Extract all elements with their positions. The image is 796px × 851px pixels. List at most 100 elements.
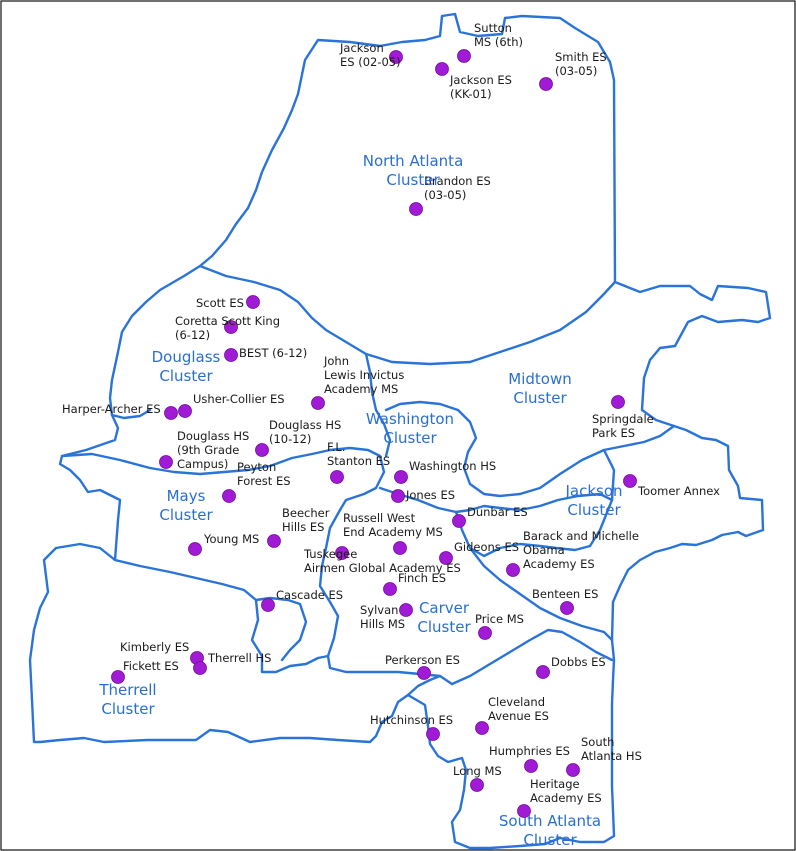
- school-label-benteen-es: Benteen ES: [532, 587, 598, 601]
- school-label-douglass-hs: Douglass HS(10-12): [269, 418, 341, 446]
- school-marker-coretta-scott-king[interactable]: [224, 320, 238, 334]
- school-label-line: Humphries ES: [489, 744, 570, 758]
- school-label-line: Therrell HS: [207, 651, 271, 665]
- school-marker-toomer-annex[interactable]: [623, 474, 637, 488]
- school-label-harper-archer: Harper-Archer ES: [62, 402, 161, 416]
- school-marker-best[interactable]: [224, 348, 238, 362]
- school-label-perkerson-es: Perkerson ES: [385, 653, 460, 667]
- school-label-line: (9th Grade: [177, 443, 239, 457]
- school-marker-john-lewis[interactable]: [311, 396, 325, 410]
- school-marker-usher-collier[interactable]: [178, 404, 192, 418]
- school-label-line: Stanton ES: [327, 454, 390, 468]
- school-label-line: Obama: [523, 543, 565, 557]
- school-marker-perkerson-es[interactable]: [417, 666, 431, 680]
- cluster-label-line: Cluster: [417, 618, 471, 636]
- school-marker-douglass-hs-9th[interactable]: [159, 455, 173, 469]
- school-label-line: Sutton: [474, 21, 512, 35]
- school-marker-humphries-es[interactable]: [524, 759, 538, 773]
- school-marker-beecher-hills[interactable]: [267, 534, 281, 548]
- school-label-line: Kimberly ES: [120, 640, 189, 654]
- boundary-line-6: [378, 486, 614, 514]
- school-label-line: MS (6th): [474, 35, 523, 49]
- school-marker-douglass-hs[interactable]: [255, 443, 269, 457]
- school-marker-benteen-es[interactable]: [560, 601, 574, 615]
- school-label-line: (6-12): [175, 328, 210, 342]
- school-marker-russell-west-end[interactable]: [393, 541, 407, 555]
- school-marker-harper-archer[interactable]: [164, 406, 178, 420]
- boundary-line-9: [113, 558, 330, 674]
- boundary-line-8: [318, 508, 454, 686]
- school-label-line: South: [581, 735, 614, 749]
- school-label-dobbs-es: Dobbs ES: [551, 655, 606, 669]
- school-label-line: Usher-Collier ES: [193, 392, 285, 406]
- cluster-label-line: Midtown: [508, 370, 571, 388]
- school-marker-scott-es[interactable]: [246, 295, 260, 309]
- school-marker-washington-hs[interactable]: [394, 470, 408, 484]
- school-marker-gideons-es[interactable]: [439, 551, 453, 565]
- school-marker-long-ms[interactable]: [470, 778, 484, 792]
- school-marker-smith-es[interactable]: [539, 77, 553, 91]
- school-marker-dunbar-es[interactable]: [452, 514, 466, 528]
- school-marker-sutton-ms[interactable]: [457, 49, 471, 63]
- school-marker-cleveland-avenue[interactable]: [475, 721, 489, 735]
- school-marker-cascade-es[interactable]: [261, 598, 275, 612]
- school-label-line: ES (02-05): [340, 55, 401, 69]
- school-label-best: BEST (6-12): [239, 346, 307, 360]
- school-label-line: Forest ES: [237, 474, 291, 488]
- school-label-jackson-es-kk-01: Jackson ES(KK-01): [449, 73, 512, 101]
- school-label-line: Academy MS: [324, 382, 398, 396]
- school-label-line: Airmen Global Academy ES: [304, 561, 461, 575]
- school-label-jones-es: Jones ES: [405, 488, 455, 502]
- school-label-hutchinson-es: Hutchinson ES: [370, 713, 453, 727]
- school-marker-price-ms[interactable]: [478, 626, 492, 640]
- school-label-toomer-annex: Toomer Annex: [637, 484, 720, 498]
- school-marker-springdale-park[interactable]: [611, 395, 625, 409]
- school-marker-fl-stanton[interactable]: [330, 470, 344, 484]
- school-marker-dobbs-es[interactable]: [536, 665, 550, 679]
- school-label-line: Campus): [177, 457, 228, 471]
- cluster-label-line: Douglass: [152, 348, 221, 366]
- cluster-boundaries: [28, 12, 772, 850]
- cluster-label-line: Therrell: [98, 681, 156, 699]
- school-label-washington-hs: Washington HS: [409, 459, 496, 473]
- school-marker-jackson-es-kk-01[interactable]: [435, 62, 449, 76]
- school-marker-brandon-es[interactable]: [409, 202, 423, 216]
- school-marker-heritage-academy[interactable]: [517, 804, 531, 818]
- school-label-scott-es: Scott ES: [196, 296, 244, 310]
- boundary-line-0: [28, 12, 772, 850]
- school-marker-young-ms[interactable]: [188, 542, 202, 556]
- school-label-line: Jones ES: [405, 488, 455, 502]
- cluster-label-line: North Atlanta: [363, 152, 464, 170]
- school-marker-jones-es[interactable]: [391, 489, 405, 503]
- school-marker-south-atlanta-hs[interactable]: [566, 763, 580, 777]
- school-marker-hutchinson-es[interactable]: [426, 727, 440, 741]
- school-marker-tuskegee-airmen[interactable]: [335, 546, 349, 560]
- cluster-label-line: Cluster: [383, 429, 437, 447]
- school-label-therrell-hs: Therrell HS: [207, 651, 271, 665]
- school-label-line: Park ES: [592, 426, 635, 440]
- school-label-line: Dobbs ES: [551, 655, 606, 669]
- school-marker-finch-es[interactable]: [383, 582, 397, 596]
- school-marker-peyton-forest[interactable]: [222, 489, 236, 503]
- school-marker-fickett-es[interactable]: [111, 670, 125, 684]
- school-label-line: Washington HS: [409, 459, 496, 473]
- school-label-humphries-es: Humphries ES: [489, 744, 570, 758]
- school-marker-barack-michelle-obama[interactable]: [506, 563, 520, 577]
- school-marker-therrell-hs[interactable]: [193, 661, 207, 675]
- school-label-line: Jackson ES: [449, 73, 512, 87]
- school-label-finch-es: Finch ES: [398, 571, 446, 585]
- cluster-label-line: Cluster: [513, 389, 567, 407]
- school-marker-sylvan-hills[interactable]: [399, 603, 413, 617]
- school-marker-jackson-es-02-05[interactable]: [389, 50, 403, 64]
- boundary-line-10: [254, 596, 308, 662]
